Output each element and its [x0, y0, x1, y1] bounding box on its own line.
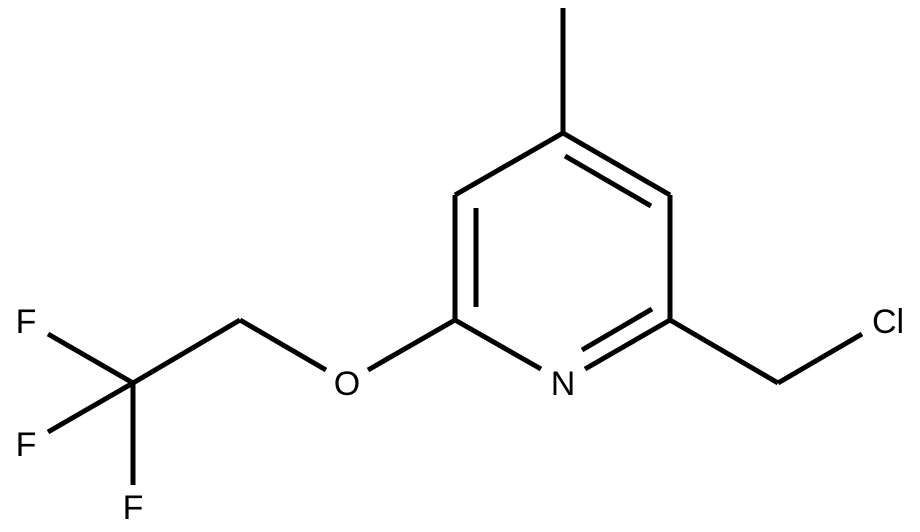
atom-label-nitrogen: N	[551, 365, 576, 403]
bond-ch2-cl	[776, 331, 864, 386]
bond-c5-c4	[453, 130, 565, 198]
bond-c6-o	[366, 317, 457, 373]
atom-label-fluorine-1: F	[16, 303, 37, 341]
bond-o-ch2	[238, 317, 328, 373]
atom-label-fluorine-2: F	[16, 426, 37, 464]
pyridine-ring	[452, 130, 673, 372]
bond-cf3-f2	[46, 380, 135, 435]
atom-label-chlorine: Cl	[872, 303, 904, 341]
atom-label-oxygen: O	[334, 365, 360, 403]
bond-ch2-cf3	[131, 317, 242, 386]
bond-n-c6	[453, 317, 543, 372]
bond-c2-n	[583, 317, 672, 372]
bond-c4-c3	[561, 130, 672, 198]
bond-c4-c3-inner	[563, 153, 653, 209]
bond-cf3-f1	[46, 331, 135, 386]
bond-c2-n-inner	[580, 306, 654, 353]
atom-label-fluorine-3: F	[123, 489, 144, 527]
bond-c2-ch2	[668, 317, 780, 386]
